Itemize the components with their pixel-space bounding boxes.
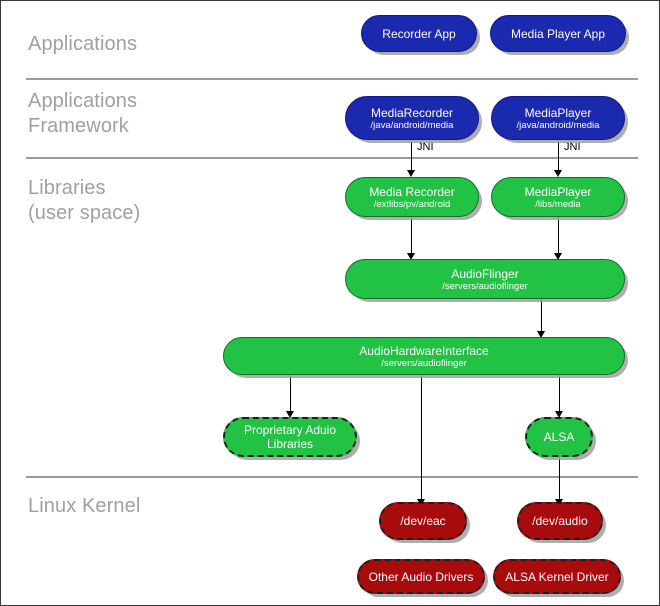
arrowhead-audioflinger-to-audiohardwareinterface [537,331,545,338]
node-media-player-app[interactable]: Media Player App [490,15,626,52]
node-audioflinger[interactable]: AudioFlinger /servers/audioflinger [345,259,625,299]
connector-mediaplayer-jni [558,141,559,173]
node-other-audio-drivers[interactable]: Other Audio Drivers [357,559,485,594]
connector-mediarecorder-jni [411,141,412,173]
node-dev-audio[interactable]: /dev/audio [517,502,603,540]
node-audiohardwareinterface-title: AudioHardwareInterface [359,343,489,358]
connector-ahi-to-dev-eac [421,374,422,502]
node-mediaplayer-framework[interactable]: MediaPlayer /java/android/media [491,96,625,140]
node-proprietary-audio-libraries[interactable]: Proprietary Aduio Libraries [223,417,357,457]
connector-audioflinger-to-audiohardwareinterface [541,298,542,334]
arrowhead-ahi-to-proprietary [286,411,294,418]
connector-mediaplayer-to-audioflinger [558,216,559,256]
layer-label-applications: Applications [28,33,138,55]
node-mediaplayer-library[interactable]: MediaPlayer /libs/media [491,177,625,217]
node-audiohardwareinterface-path: /servers/audioflinger [381,357,467,369]
node-audioflinger-title: AudioFlinger [451,266,519,281]
arrowhead-mediarecorder-to-audioflinger [407,253,415,260]
connector-ahi-to-alsa [559,374,560,414]
node-dev-audio-title: /dev/audio [532,514,588,528]
node-dev-eac[interactable]: /dev/eac [379,502,467,540]
node-alsa-kernel-driver[interactable]: ALSA Kernel Driver [493,559,621,594]
node-media-recorder-library-path: /extlibs/pv/android [373,198,451,210]
edge-label-jni-right: JNI [564,141,581,153]
arrowhead-mediarecorder-jni [407,170,415,177]
node-mediarecorder-framework-title: MediaRecorder [370,105,454,120]
node-mediaplayer-framework-path: /java/android/media [516,119,600,131]
node-other-audio-drivers-title: Other Audio Drivers [368,569,474,584]
node-alsa-kernel-driver-title: ALSA Kernel Driver [505,569,609,584]
arrowhead-mediaplayer-to-audioflinger [554,253,562,260]
node-media-recorder-library-title: Media Recorder [369,184,455,199]
node-alsa-title: ALSA [543,430,575,444]
divider-framework [26,157,638,159]
arrowhead-ahi-to-alsa [555,411,563,418]
divider-libraries [26,476,638,478]
node-proprietary-audio-libraries-title: Proprietary Aduio Libraries [243,423,337,451]
node-alsa[interactable]: ALSA [525,417,593,457]
node-audiohardwareinterface[interactable]: AudioHardwareInterface /servers/audiofli… [223,337,625,375]
node-mediaplayer-library-path: /libs/media [535,198,581,210]
node-media-player-app-title: Media Player App [510,26,606,41]
node-mediaplayer-library-title: MediaPlayer [524,184,592,199]
divider-applications [26,78,638,80]
node-mediarecorder-framework-path: /java/android/media [370,119,454,131]
node-recorder-app-title: Recorder App [382,26,456,41]
node-mediaplayer-framework-title: MediaPlayer [524,105,592,120]
layer-label-libraries: Libraries (user space) [28,177,141,224]
connector-mediarecorder-to-audioflinger [411,216,412,256]
node-audioflinger-path: /servers/audioflinger [442,280,528,292]
layer-label-applications-framework: Applications Framework [28,90,138,137]
edge-label-jni-left: JNI [417,141,434,153]
node-mediarecorder-framework[interactable]: MediaRecorder /java/android/media [345,96,479,140]
layer-label-linux-kernel: Linux Kernel [28,495,141,517]
connector-ahi-to-proprietary [290,374,291,414]
node-media-recorder-library[interactable]: Media Recorder /extlibs/pv/android [345,177,479,217]
node-dev-eac-title: /dev/eac [400,514,446,528]
arrowhead-mediaplayer-jni [554,170,562,177]
node-recorder-app[interactable]: Recorder App [361,15,477,52]
connector-alsa-to-dev-audio [559,456,560,502]
